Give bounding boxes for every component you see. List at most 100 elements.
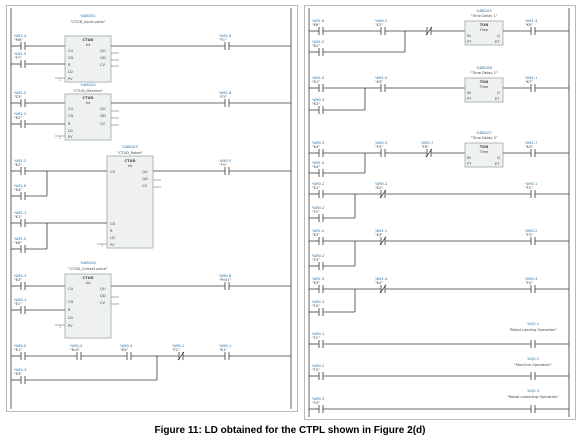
r-net6-par-tag: "F4": [312, 304, 320, 308]
r-net1-coil-addr: %M1.4: [525, 19, 538, 23]
counter2-cd: CD: [68, 114, 74, 118]
timer1-pt: PT: [467, 40, 472, 44]
r-net4-coil-tag: "F2": [525, 186, 533, 190]
counter2-qu: QU: [100, 107, 106, 111]
l-net3-c3-addr: %M1.1: [14, 211, 26, 215]
l-net1-r-addr: %M1.5: [14, 52, 26, 56]
l-net3-coil-tag: "F5": [219, 163, 227, 167]
right-ladder-panel: %DB105 "Time Delay 1" TON Time IN PT Q E…: [304, 5, 576, 420]
r-net9-coil-label: "Robot unloading Operation": [507, 395, 559, 399]
l-net4-coil-addr: %M0.6: [219, 274, 232, 278]
counter4-r: R: [68, 308, 71, 312]
l-net5-c1-tag: "K1": [14, 348, 22, 352]
l-net5-c4-tag: "F2": [172, 348, 180, 352]
left-ladder-panel: %DB101 "CTUD_input parts" CTUD Int CU CD…: [6, 5, 298, 412]
counter3-ld: LD: [110, 236, 115, 240]
timer3-pt: PT: [467, 162, 472, 166]
counter2-pv-value: 1: [59, 136, 61, 140]
r-net2-c1-addr: %M1.0: [312, 76, 325, 80]
timer3-q: Q: [497, 156, 500, 160]
l-net1-coil-addr: %M1.6: [219, 34, 232, 38]
counter1-name: "CTUD_input parts": [71, 20, 106, 24]
l-net3-c2-tag: "K4": [14, 188, 22, 192]
right-ladder-diagram: %DB105 "Time Delay 1" TON Time IN PT Q E…: [308, 8, 570, 417]
counter2-sub: Int: [86, 101, 91, 105]
counter1-qd: QD: [100, 56, 106, 60]
counter3-r: R: [110, 229, 113, 233]
r-net3-c2-tag: "F4": [375, 145, 383, 149]
r-net5-c1-tag: "K2": [312, 233, 320, 237]
l-net3-c1-addr: %M1.2: [14, 159, 26, 163]
r-net7-c-tag: "F2": [312, 336, 320, 340]
r-net1-c1-addr: %M1.6: [312, 19, 325, 23]
r-net3-coil-addr: %M1.7: [525, 141, 537, 145]
r-net1-c1-tag: "K6": [312, 23, 320, 27]
counter4-db: %DB104: [80, 261, 96, 265]
counter3-pv: PV: [110, 243, 115, 247]
timer3-type: TON: [480, 145, 489, 149]
r-net1-coil-tag: "K5": [525, 23, 533, 27]
counter2-pv: PV: [68, 135, 73, 139]
l-net5-c4-addr: %M0.1: [172, 344, 184, 348]
l-net4-coil-tag: "Pv51": [219, 278, 232, 282]
r-net9-coil-addr: %Q0.3: [527, 389, 539, 393]
timer2-et: ET: [495, 97, 500, 101]
l-net5-par-addr: %M0.3: [14, 368, 26, 372]
r-net5-c2-tag: "K3": [375, 233, 383, 237]
timer1-type: TON: [480, 23, 489, 27]
counter1-cu: CU: [68, 49, 74, 53]
counter1-pv: PV: [68, 77, 73, 81]
timer2-pt: PT: [467, 97, 472, 101]
l-net2-r-tag: "K2": [14, 116, 22, 120]
l-net1-coil-tag: "F1": [219, 38, 227, 42]
r-net4-par-addr: %M0.2: [312, 206, 324, 210]
r-net3-c3-addr: %M0.7: [421, 141, 433, 145]
r-net2-par-addr: %M0.3: [312, 98, 324, 102]
counter3-pv-value: 1: [101, 244, 103, 248]
r-net4-par-tag: "F2": [312, 210, 320, 214]
timer2-q: Q: [497, 91, 500, 95]
r-net4-c2-tag: "K2": [375, 186, 383, 190]
l-net2-coil-tag: "F3": [219, 95, 227, 99]
timer3-name: "Time Delay 3": [471, 136, 498, 140]
r-net3-par-tag: "K4": [312, 165, 320, 169]
timer2-type: TON: [480, 80, 489, 84]
counter4-qu: QU: [100, 287, 106, 291]
counter2-ld: LD: [68, 129, 73, 133]
figure-caption: Figure 11: LD obtained for the CTPL show…: [154, 425, 426, 436]
timer1-db: %DB105: [476, 9, 492, 13]
counter2-type: CTUD: [83, 96, 94, 100]
counter3-db: %DB103: [122, 145, 138, 149]
r-net2-c2-tag: "K3": [375, 80, 383, 84]
counter4-sub: Int: [86, 281, 91, 285]
r-net6-coil-tag: "F4": [525, 281, 533, 285]
l-net5-c2-addr: %M0.4: [70, 344, 83, 348]
r-net6-c2-tag: "K4": [375, 281, 383, 285]
counter4-pv: PV: [68, 324, 73, 328]
l-net4-contact-addr: %M1.3: [14, 274, 26, 278]
counter3-cv: CV: [142, 184, 148, 188]
counter3-cu: CU: [110, 170, 116, 174]
timer1-in: IN: [467, 34, 471, 38]
counter3-qd: QD: [142, 177, 148, 181]
timer2-sub: Time: [479, 85, 490, 89]
r-net2-c1-tag: "K1": [312, 80, 320, 84]
counter4-cd: CD: [68, 300, 74, 304]
counter4-ld: LD: [68, 316, 73, 320]
counter2-cv: CV: [100, 122, 106, 126]
counter2-r: R: [68, 122, 71, 126]
counter3-name: "CTUD_Robot": [117, 151, 143, 155]
r-net5-par-addr: %M0.2: [312, 254, 324, 258]
l-net1-contact-addr: %M1.4: [14, 34, 27, 38]
r-net8-coil-addr: %Q0.2: [527, 357, 539, 361]
r-net9-c-tag: "F4": [312, 401, 320, 405]
r-net6-par-addr: %M0.3: [312, 300, 324, 304]
r-net1-c2-addr: %M0.2: [375, 19, 387, 23]
l-net1-contact-tag: "M6": [14, 38, 23, 42]
r-net1-par-tag: "K2": [312, 44, 320, 48]
l-net3-c4-addr: %M1.5: [14, 237, 26, 241]
r-net3-c1-tag: "K4": [312, 145, 320, 149]
counter1-db: %DB101: [80, 14, 96, 18]
timer2-in: IN: [467, 91, 471, 95]
l-net5-coil-tag: "K1": [219, 348, 227, 352]
